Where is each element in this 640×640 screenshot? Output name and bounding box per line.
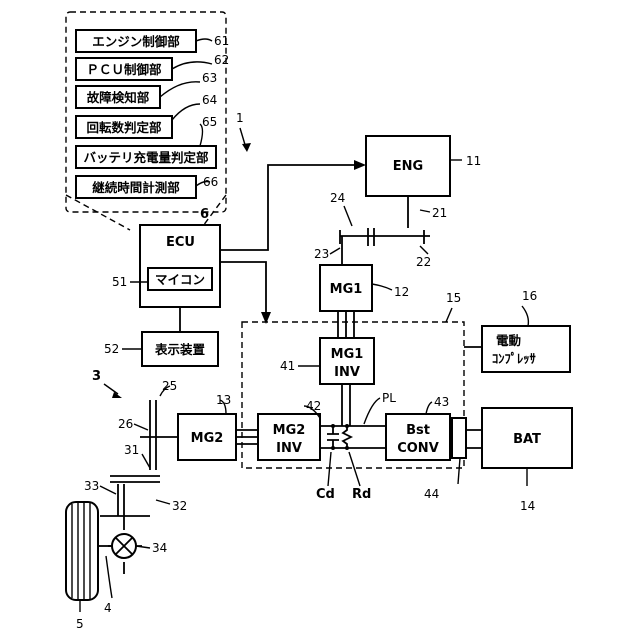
ecu-to-eng-arrowhead: [354, 160, 366, 170]
engine-control-unit-label: エンジン制御部: [92, 34, 180, 49]
mg1-inv-ref: 41: [280, 359, 295, 373]
boost-converter-line1: Bst: [406, 423, 430, 438]
gear-ref-23: 23: [314, 247, 329, 261]
gear-24-leader: [344, 206, 352, 226]
gear-31-leader: [142, 454, 150, 468]
ref-65: 65: [202, 115, 217, 129]
wheel-ref: 5: [76, 617, 84, 631]
mg2-ref: 13: [216, 393, 231, 407]
ecu-ref: 6: [200, 207, 209, 222]
axle-ref-leader: [106, 556, 112, 598]
mg2-inv-ref: 42: [306, 399, 321, 413]
fault-detection-unit-label: 故障検知部: [87, 90, 150, 105]
rd-leader: [349, 452, 360, 486]
relay-ref: 44: [424, 487, 439, 501]
pcu-ref-leader: [446, 308, 452, 322]
ecu-to-eng-line: [220, 165, 356, 250]
gear-32-leader: [156, 500, 170, 504]
engine-label: ENG: [393, 159, 423, 174]
ecu-to-pcu-line: [220, 262, 266, 314]
battery-charge-judgment-unit-label: バッテリ充電量判定部: [83, 150, 209, 165]
ref-63: 63: [202, 71, 217, 85]
engine-ref: 11: [466, 154, 481, 168]
capacitor-cd: [327, 426, 339, 448]
pcu-control-unit-label: ＰＣＵ制御部: [86, 62, 162, 77]
drivetrain-ref-leader: [104, 384, 118, 394]
gear-ref-24: 24: [330, 191, 345, 205]
mg2-inverter-line1: MG2: [273, 423, 306, 438]
duration-measurement-unit-label: 継続時間計測部: [92, 180, 180, 195]
boost-ref-leader: [426, 402, 432, 414]
wheel: [66, 502, 98, 600]
shaft-ref-21: 21: [432, 206, 447, 220]
electric-compressor-line2: ｺﾝﾌﾟﾚｯｻ: [492, 351, 536, 366]
ecu-function-list: エンジン制御部 ＰＣＵ制御部 故障検知部 回転数判定部 バッテリ充電量判定部 継…: [76, 30, 216, 198]
ref-62: 62: [214, 53, 229, 67]
battery-label: BAT: [513, 432, 541, 447]
system-main-relay: [452, 418, 466, 458]
boost-ref: 43: [434, 395, 449, 409]
gear-ref-22: 22: [416, 255, 431, 269]
electric-compressor-line1: 電動: [496, 333, 521, 348]
gear-22-leader: [420, 246, 428, 254]
ref-61: 61: [214, 34, 229, 48]
microcomputer-label: マイコン: [155, 272, 205, 287]
gear-33-leader: [100, 486, 116, 494]
mg1-inverter-line1: MG1: [331, 347, 364, 362]
differential-ref: 34: [152, 541, 167, 555]
dc-bus: [320, 384, 386, 450]
micro-ref: 51: [112, 275, 127, 289]
mg2-label: MG2: [191, 431, 224, 446]
system-ref-arrowhead: [242, 143, 251, 152]
cd-label: Cd: [316, 487, 335, 502]
gear-ref-26: 26: [118, 417, 133, 431]
display-ref: 52: [104, 342, 119, 356]
relay-ref-leader: [458, 458, 460, 484]
drivetrain-ref: 3: [92, 369, 101, 384]
compressor-ref-leader: [522, 306, 528, 326]
display-device-label: 表示装置: [154, 342, 206, 357]
rd-label: Rd: [352, 487, 371, 502]
mg1-label: MG1: [330, 282, 363, 297]
mg2-inverter-line2: INV: [276, 441, 302, 456]
boost-converter-line2: CONV: [397, 441, 439, 456]
gear-ref-32: 32: [172, 499, 187, 513]
gear-23-leader: [330, 248, 340, 254]
pl-label: PL: [382, 391, 396, 405]
resistor-rd: [343, 426, 351, 448]
pcu-ref: 15: [446, 291, 461, 305]
gear-ref-25: 25: [162, 379, 177, 393]
pl-leader: [364, 398, 380, 424]
gear-26-leader: [134, 424, 148, 430]
mg1-inverter-line2: INV: [334, 365, 360, 380]
ref-64: 64: [202, 93, 217, 107]
cd-leader: [328, 452, 331, 486]
mg1-to-inv-wires: [338, 311, 354, 338]
mg2-to-inv-wires: [236, 430, 258, 444]
system-ref: 1: [236, 111, 244, 125]
rpm-judgment-unit-label: 回転数判定部: [86, 120, 162, 135]
ecu-label: ECU: [166, 235, 195, 250]
mg1-ref-leader: [372, 284, 392, 290]
mg1-ref: 12: [394, 285, 409, 299]
compressor-ref: 16: [522, 289, 537, 303]
gear-ref-33: 33: [84, 479, 99, 493]
battery-ref: 14: [520, 499, 535, 513]
gear-ref-31: 31: [124, 443, 139, 457]
differential-ref-leader: [136, 546, 150, 548]
axle-ref: 4: [104, 601, 112, 615]
ref-66: 66: [203, 175, 218, 189]
